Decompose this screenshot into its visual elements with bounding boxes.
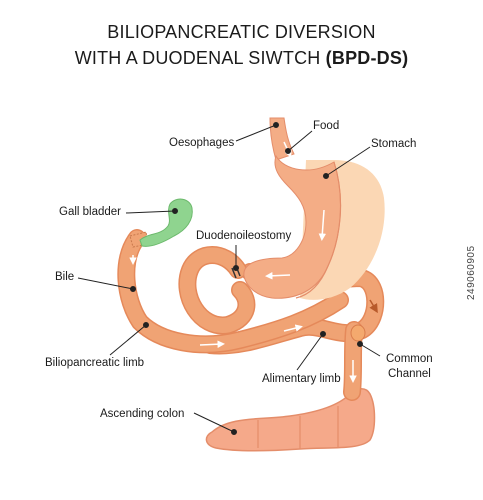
ileal-junction — [350, 324, 366, 342]
label-food: Food — [313, 120, 340, 132]
label-oesophages: Oesophages — [169, 137, 235, 149]
label-common-channel-line1: Common — [386, 353, 433, 365]
label-bile: Bile — [55, 271, 75, 283]
biliopancreatic-limb-fill — [118, 230, 348, 352]
stomach-staple-line — [295, 161, 342, 299]
pointer-lines — [77, 122, 381, 435]
label-stomach: Stomach — [371, 138, 417, 150]
label-gall-bladder: Gall bladder — [59, 206, 122, 218]
label-biliopancreatic-limb: Biliopancreatic limb — [45, 357, 145, 369]
stock-id: 249060905 — [466, 245, 477, 300]
food-flow-arrow-2 — [318, 209, 327, 241]
food-flow-arrow-3 — [265, 272, 291, 280]
title-abbreviation: (BPD-DS) — [325, 48, 409, 68]
label-alimentary-limb: Alimentary limb — [262, 373, 341, 385]
diagram-title-line1: BILIOPANCREATIC DIVERSION — [107, 22, 376, 42]
colon-haustra — [257, 406, 339, 449]
diagram-title-line2: WITH A DUODENAL SIWTCH (BPD-DS) — [0, 48, 483, 69]
duodenal-loop-fill — [179, 247, 254, 333]
limb-flow-arrow-1 — [199, 340, 225, 348]
limb-flow-arrow-2 — [283, 324, 303, 332]
title-text: WITH A DUODENAL SIWTCH — [74, 48, 326, 68]
alimentary-arrow — [369, 299, 378, 314]
label-common-channel-line2: Channel — [388, 368, 431, 380]
ascending-colon — [205, 388, 376, 452]
label-ascending-colon: Ascending colon — [100, 408, 185, 420]
gall-bladder — [139, 198, 193, 247]
label-duodenoileostomy: Duodenoileostomy — [196, 230, 292, 242]
